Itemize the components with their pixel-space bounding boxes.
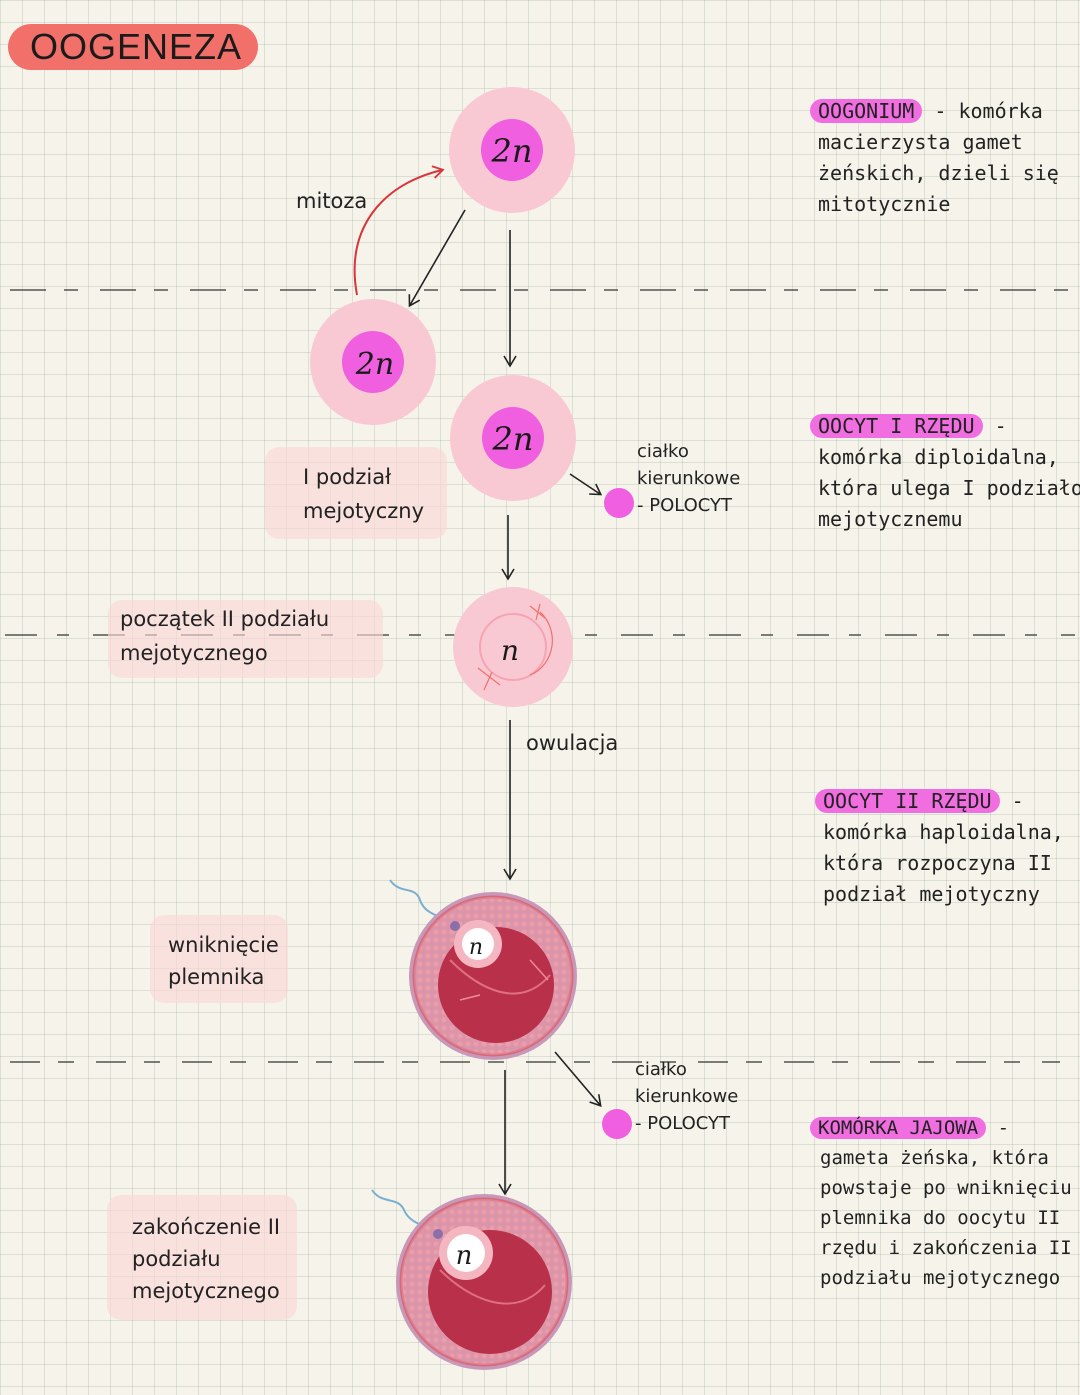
cell-oocyt1: 2n xyxy=(450,375,576,501)
label-wnikniecie-line1: wniknięcie xyxy=(168,933,279,957)
desc-oocyt1-line3: mejotycznemu xyxy=(818,507,963,531)
label-mitoza: mitoza xyxy=(296,189,368,213)
desc-egg-line5: podziału mejotycznego xyxy=(820,1267,1061,1289)
polocyt1-line1: ciałko xyxy=(637,441,689,462)
polocyt2-line1: ciałko xyxy=(635,1059,687,1080)
cell-label-oocyt1: 2n xyxy=(492,420,534,458)
label-wnikniecie-line2: plemnika xyxy=(168,965,265,989)
desc-oocyt1-rest: - xyxy=(982,414,1007,438)
label-zakonczenie-line3: mejotycznego xyxy=(132,1279,280,1303)
label-box-wnikniecie: wniknięcie plemnika xyxy=(150,915,288,1003)
arrow-polocyt1 xyxy=(569,473,603,496)
label-box-zakonczenie: zakończenie II podziału mejotycznego xyxy=(107,1195,297,1320)
desc-oocyt1-line2: która ulega I podziałowi xyxy=(818,476,1080,500)
arrow-polocyt2 xyxy=(554,1051,602,1107)
label-polocyt1: ciałko kierunkowe - POLOCYT xyxy=(637,438,740,519)
desc-oocyt2-line1: komórka haploidalna, xyxy=(823,820,1064,844)
desc-oocyt2-line2: która rozpoczyna II xyxy=(823,851,1052,875)
desc-oocyt1-line1: komórka diploidalna, xyxy=(818,445,1059,469)
cell-egg: n xyxy=(371,1189,572,1370)
polocyt2-line3: - POLOCYT xyxy=(635,1113,731,1134)
page-title: OOGENEZA xyxy=(8,24,258,70)
label-zakonczenie-line2: podziału xyxy=(132,1247,221,1271)
term-egg: KOMÓRKA JAJOWA xyxy=(810,1117,987,1139)
term-oocyt2: OOCYT II RZĘDU xyxy=(815,789,1000,813)
label-zakonczenie-line1: zakończenie II xyxy=(132,1215,281,1239)
arrow-to-daughter xyxy=(408,209,466,308)
desc-oogonium-rest: - komórka xyxy=(922,99,1043,123)
label-polocyt2: ciałko kierunkowe - POLOCYT xyxy=(635,1056,738,1137)
desc-oocyt1: OOCYT I RZĘDU - komórka diploidalna, któ… xyxy=(810,411,1080,535)
cell-label-fertilized: n xyxy=(469,935,483,960)
cell-oocyt2: n xyxy=(453,587,573,707)
term-oogonium: OOGONIUM xyxy=(810,99,923,123)
polocyt-2 xyxy=(602,1109,632,1139)
desc-egg: KOMÓRKA JAJOWA - gameta żeńska, która po… xyxy=(810,1113,1075,1293)
desc-oogonium-line3: mitotycznie xyxy=(818,192,951,216)
mitosis-arrow xyxy=(353,165,445,296)
desc-oogonium: OOGONIUM - komórka macierzysta gamet żeń… xyxy=(810,96,1075,220)
cell-fertilized: n xyxy=(389,879,577,1060)
cell-daughter: 2n xyxy=(310,299,436,425)
polocyt-1 xyxy=(604,488,634,518)
label-box-poczatek2: początek II podziału mejotycznego xyxy=(108,600,383,678)
desc-egg-line4: rzędu i zakończenia II xyxy=(820,1237,1072,1259)
label-owulacja: owulacja xyxy=(526,731,619,755)
term-oocyt1: OOCYT I RZĘDU xyxy=(810,414,983,438)
desc-oocyt2-line3: podział mejotyczny xyxy=(823,882,1040,906)
desc-oogonium-line1: macierzysta gamet xyxy=(818,130,1023,154)
label-poczatek2-line2: mejotycznego xyxy=(120,641,268,665)
cell-oogonium: 2n xyxy=(449,87,575,213)
cell-label-daughter: 2n xyxy=(355,347,394,382)
polocyt1-line2: kierunkowe xyxy=(637,468,741,489)
desc-oogonium-line2: żeńskich, dzieli się xyxy=(818,161,1059,185)
polocyt2-line2: kierunkowe xyxy=(635,1086,739,1107)
cell-label-oocyt2: n xyxy=(501,634,519,667)
polocyt1-line3: - POLOCYT xyxy=(637,495,733,516)
desc-egg-rest: - xyxy=(986,1117,1010,1139)
desc-egg-line2: powstaje po wniknięciu xyxy=(820,1177,1072,1199)
label-podzial1-line1: I podział xyxy=(303,465,392,489)
desc-oocyt2-rest: - xyxy=(999,789,1024,813)
desc-oocyt2: OOCYT II RZĘDU - komórka haploidalna, kt… xyxy=(815,786,1075,910)
label-podzial1-line2: mejotyczny xyxy=(303,499,425,523)
cell-label-egg: n xyxy=(456,1241,473,1271)
arrows xyxy=(353,165,603,1196)
cell-label-oogonium: 2n xyxy=(491,132,533,170)
desc-egg-line3: plemnika do oocytu II xyxy=(820,1207,1061,1229)
label-poczatek2-line1: początek II podziału xyxy=(120,607,330,631)
desc-egg-line1: gameta żeńska, która xyxy=(820,1147,1049,1169)
label-box-podzial1: I podział mejotyczny xyxy=(265,447,447,539)
